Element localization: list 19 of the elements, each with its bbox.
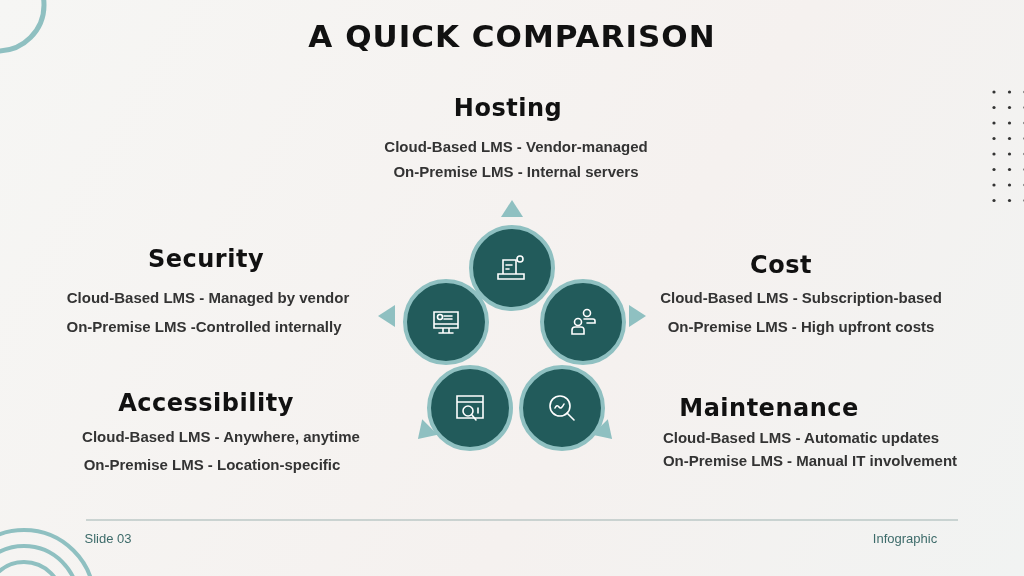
heading: Maintenance: [679, 394, 859, 422]
text: Cloud-Based LMS - Managed by vendor: [66, 288, 350, 306]
heading: Cost: [750, 251, 812, 279]
heading: Security: [147, 245, 265, 273]
icon-circle: [469, 225, 555, 311]
heading: Hosting: [453, 94, 563, 122]
text: On-Premise LMS - Internal servers: [393, 162, 639, 180]
footer-text: Infographic: [872, 530, 938, 546]
text: Cloud-Based LMS - Automatic updates: [662, 428, 940, 446]
text: On-Premise LMS - High upfront costs: [667, 317, 935, 335]
title: A QUICK COMPARISON: [308, 18, 716, 54]
text: On-Premise LMS - Location-specific: [83, 455, 341, 473]
text: On-Premise LMS -Controlled internally: [66, 317, 342, 335]
text: Cloud-Based LMS - Vendor-managed: [384, 137, 648, 155]
footer-text: Slide 03: [84, 530, 132, 546]
heading: Accessibility: [118, 389, 294, 417]
text: Cloud-Based LMS - Anywhere, anytime: [82, 427, 360, 445]
text: Cloud-Based LMS - Subscription-based: [660, 288, 942, 306]
text: On-Premise LMS - Manual IT involvement: [662, 451, 958, 469]
